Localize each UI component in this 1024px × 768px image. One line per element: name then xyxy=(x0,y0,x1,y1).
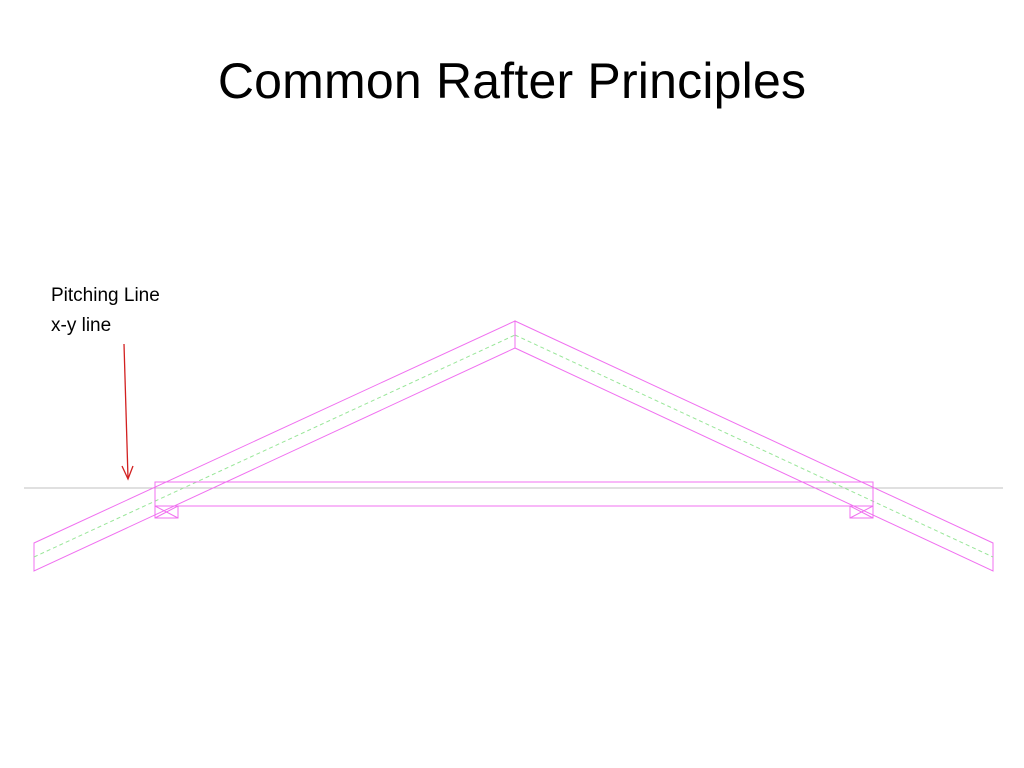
left-rafter-centerline xyxy=(33,334,516,558)
callout-label-pitching-line: Pitching Line xyxy=(51,285,160,306)
left-rafter xyxy=(33,320,516,572)
ceiling-joist xyxy=(154,481,874,507)
slide-title: Common Rafter Principles xyxy=(217,53,807,109)
callout-label-xy-line: x-y line xyxy=(51,315,112,336)
callout-arrow xyxy=(121,343,134,481)
right-rafter-centerline xyxy=(514,334,994,558)
right-wall-plate xyxy=(849,505,874,519)
right-rafter xyxy=(514,320,994,572)
left-wall-plate xyxy=(154,505,179,519)
pitching-line-callout: Pitching Line x-y line xyxy=(51,281,160,341)
